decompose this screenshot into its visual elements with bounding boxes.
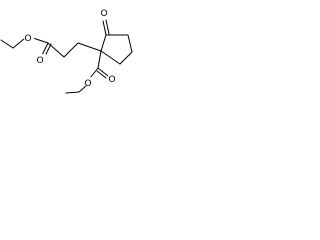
chain-ester-c-o-bond (32, 37, 49, 44)
ring-bond-5 (100, 34, 107, 52)
ring-ester-c-o-bond (89, 67, 99, 79)
chain-ester-ether-oxygen-label: O (25, 34, 32, 44)
cyclopentane-ring (100, 34, 133, 65)
ring-ester-carbonyl-oxygen-label: O (109, 75, 116, 85)
ring-ester-carbonyl-bond-a (97, 67, 109, 77)
chain-ester-carbonyl-oxygen-label: O (37, 56, 44, 66)
propyl-chain (47, 42, 102, 58)
chain-ethyl-ester-group: O O (0, 32, 52, 66)
ketone-oxygen-label: O (101, 9, 108, 19)
ring-ester-carbonyl-bond-b (96, 70, 107, 79)
ketone-double-bond-b (105, 19, 110, 35)
ketone-group: O (100, 7, 110, 36)
ring-ester-ether-oxygen-label: O (85, 79, 92, 89)
chemical-structure-diagram: O O O O O (0, 7, 133, 94)
ring-ester-ch2-ch3-bond (65, 91, 80, 94)
ring-bond-3 (119, 51, 133, 65)
ketone-double-bond-a (102, 20, 107, 36)
ring-bond-2 (127, 34, 133, 53)
chain-bond-2 (63, 42, 79, 58)
chain-ester-ch2-ch3-bond (0, 39, 14, 49)
chain-ester-o-ch2-bond (12, 38, 25, 49)
ring-bond-4 (100, 50, 121, 65)
chain-ester-carbonyl-bond-a (41, 42, 49, 56)
ring-ethyl-ester-group: O O (65, 50, 118, 94)
chain-bond-1 (77, 42, 102, 52)
quaternary-to-ester-carbon-bond (97, 50, 102, 69)
ring-ester-o-ch2-bond (78, 85, 87, 93)
